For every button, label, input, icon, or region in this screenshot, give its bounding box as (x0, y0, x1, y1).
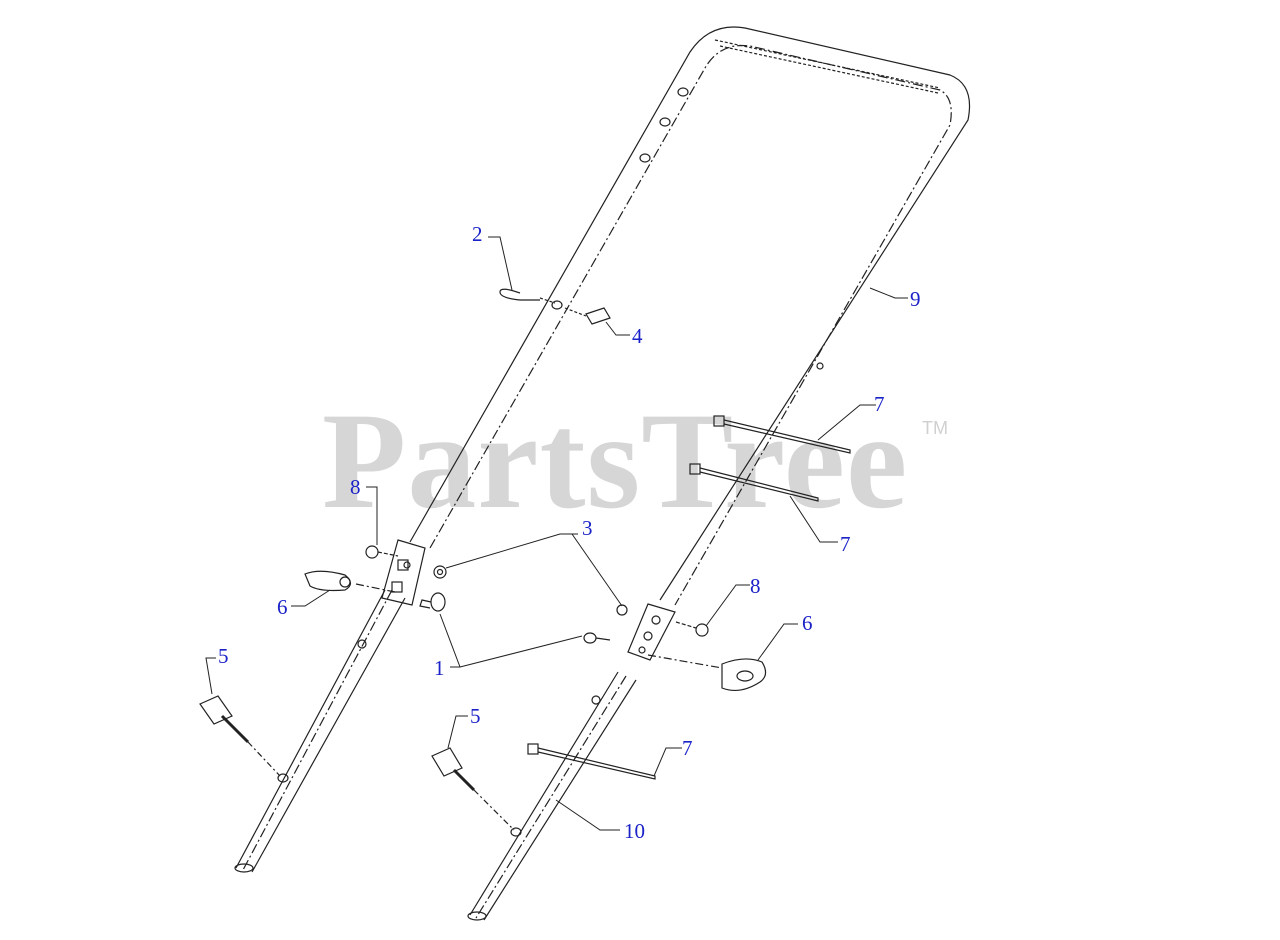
upper-handle-part-9 (409, 26, 971, 606)
callout-3: 3 (582, 516, 593, 540)
nut-right-part-8 (675, 621, 709, 637)
lower-handle-part-10 (234, 589, 637, 921)
callout-1: 1 (434, 656, 445, 680)
callout-5-right: 5 (470, 704, 481, 728)
knob-right (647, 654, 767, 692)
trademark-symbol: TM (922, 418, 948, 438)
cable-tie-middle (689, 463, 819, 502)
carriage-bolt-right (583, 632, 611, 644)
knob-left (304, 570, 396, 593)
callout-8-right: 8 (750, 574, 761, 598)
callout-5-left: 5 (218, 644, 229, 668)
callout-4: 4 (632, 324, 643, 348)
right-pivot-bracket (627, 603, 676, 661)
cable-guide-part-2 (499, 288, 556, 304)
nut-left-part-8 (365, 545, 399, 559)
cable-tie-lower (527, 743, 656, 780)
callout-7-middle: 7 (840, 532, 851, 556)
callout-7-lower: 7 (682, 736, 693, 760)
callout-6-right: 6 (802, 611, 813, 635)
partstree-watermark: PartsTree (322, 384, 909, 537)
cable-tie-upper (713, 415, 851, 454)
callout-9: 9 (910, 287, 921, 311)
callout-6-left: 6 (277, 595, 288, 619)
leader-lines (205, 236, 908, 831)
shoulder-bolt-left (199, 695, 281, 777)
nut-left-part-3 (433, 565, 447, 579)
cable-clip-part-4 (564, 307, 611, 325)
nut-right-part-3 (616, 604, 628, 616)
callout-8-left: 8 (350, 475, 361, 499)
shoulder-bolt-right (431, 747, 515, 831)
callout-2: 2 (472, 222, 483, 246)
carriage-bolt-left (419, 592, 446, 612)
left-pivot-bracket (381, 539, 426, 606)
callout-10: 10 (624, 819, 645, 843)
callout-7-upper: 7 (874, 392, 885, 416)
